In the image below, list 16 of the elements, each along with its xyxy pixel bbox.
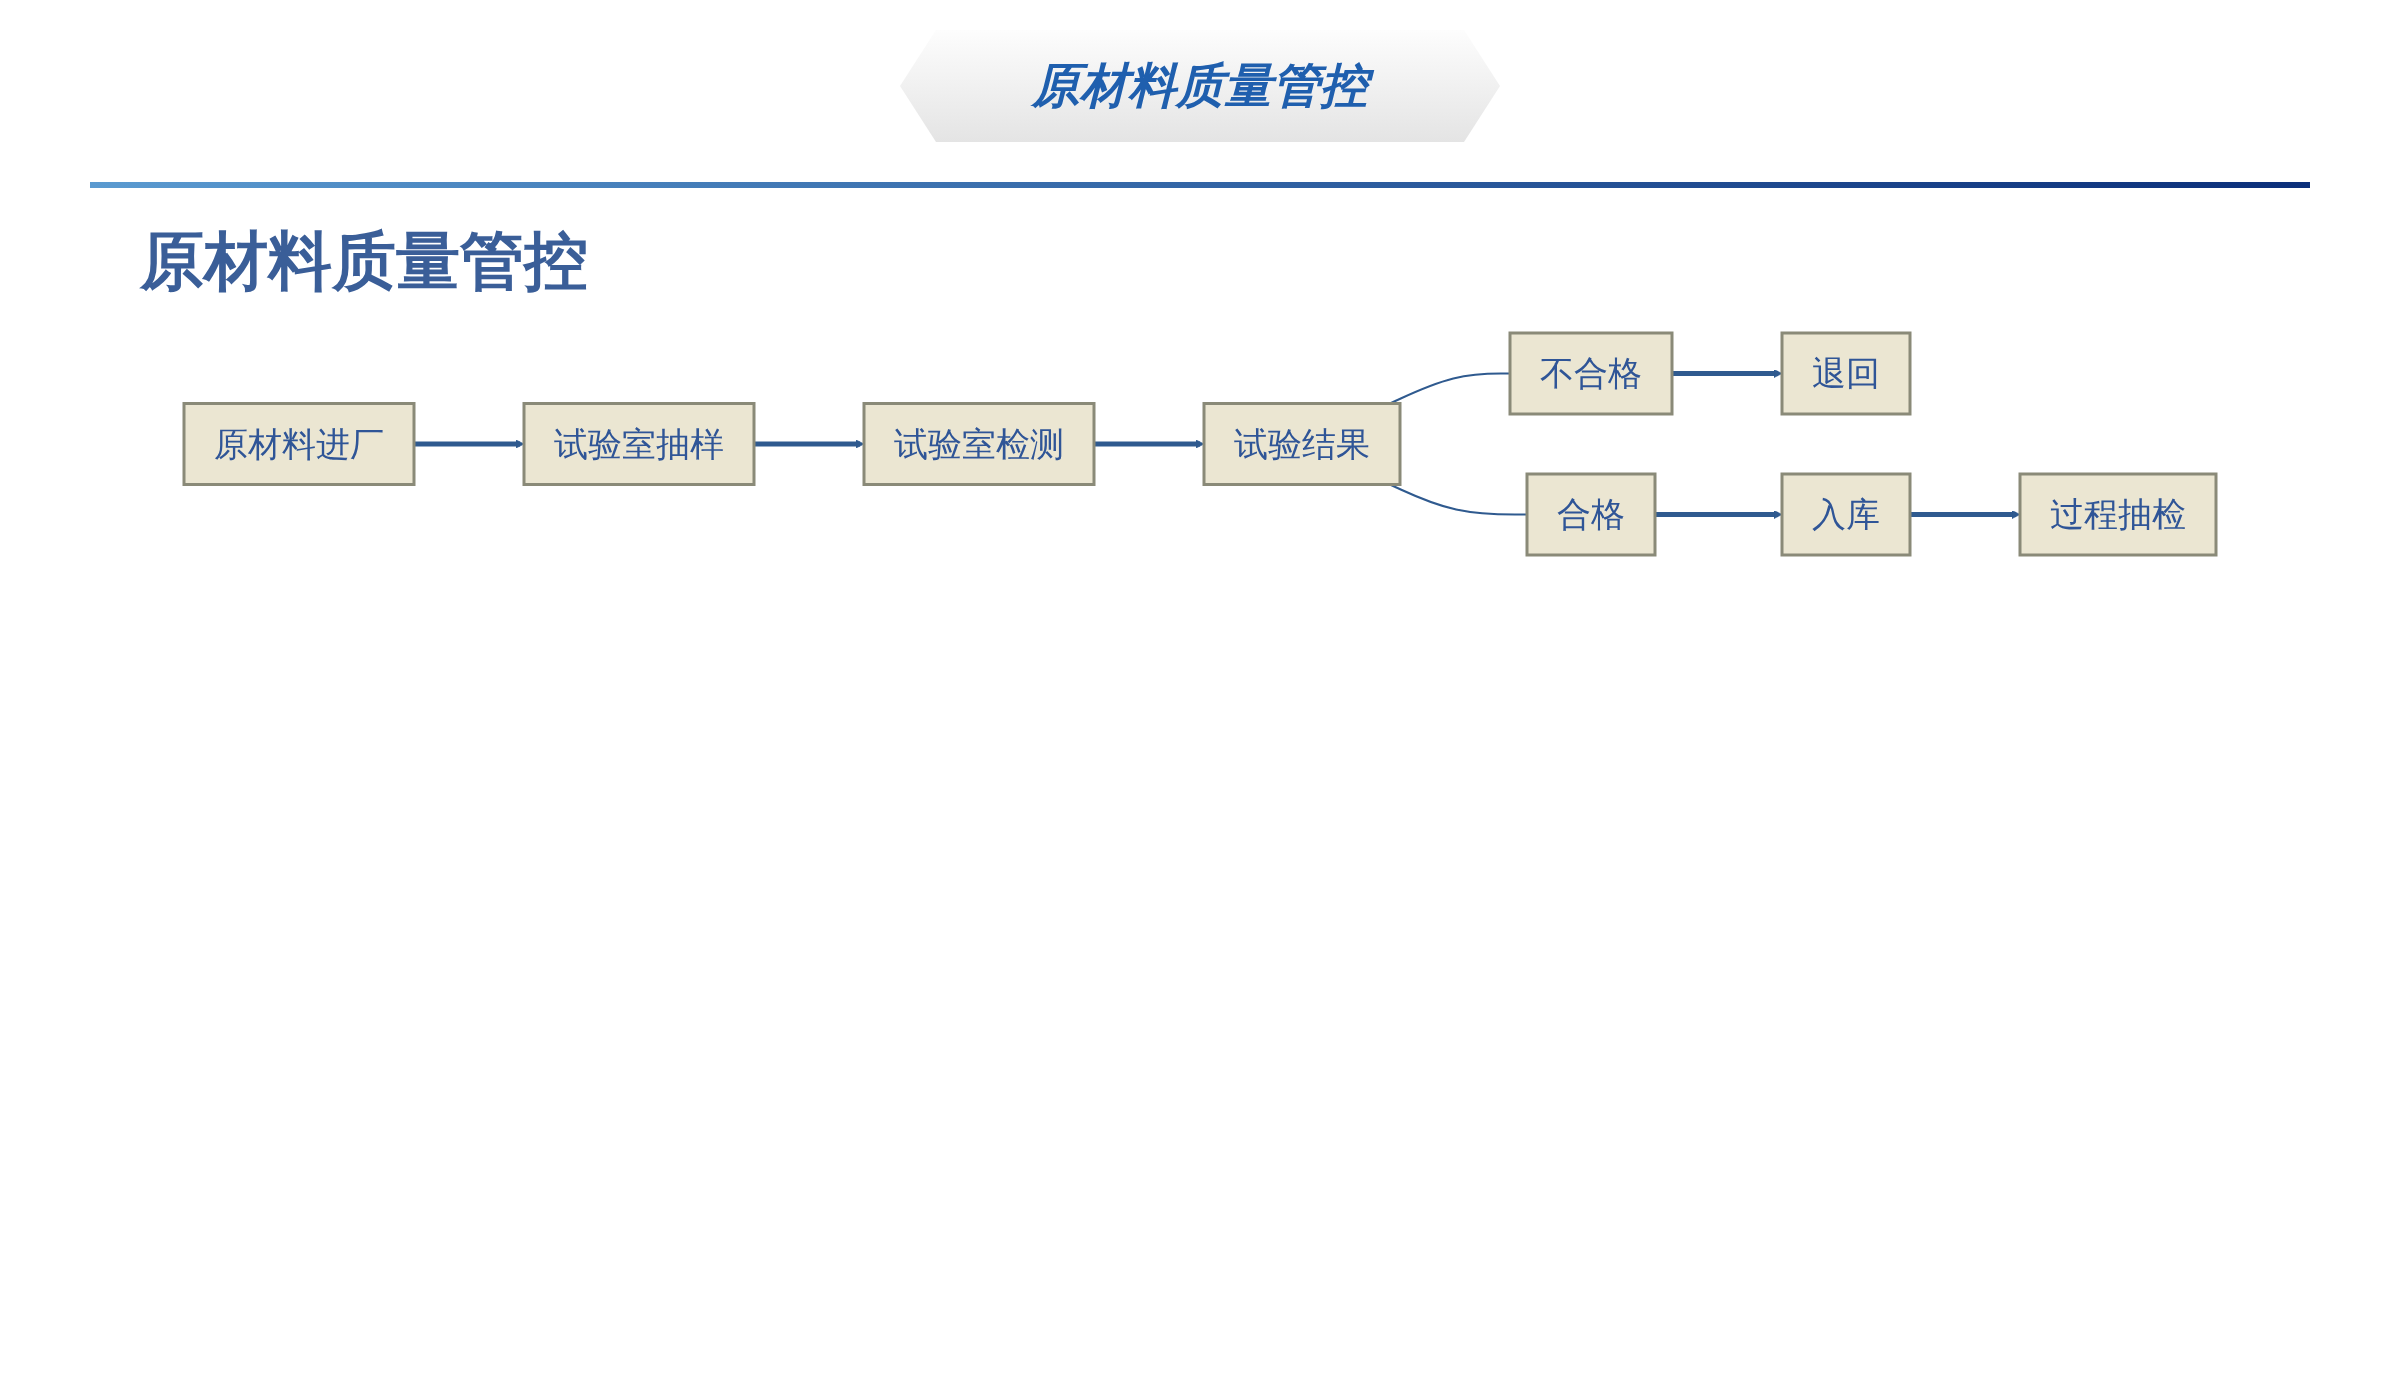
- node-box: 过程抽检: [2018, 472, 2218, 557]
- node-box: 试验室抽样: [522, 402, 756, 486]
- arrow: [1655, 510, 1783, 519]
- node-box: 原材料进厂: [182, 402, 416, 486]
- node-box: 入库: [1780, 472, 1912, 557]
- arrow: [1672, 369, 1783, 378]
- arrow: [1910, 510, 2021, 519]
- arrow: [754, 439, 865, 449]
- node-box: 合格: [1525, 472, 1657, 557]
- node-box: 试验结果: [1202, 402, 1402, 486]
- node-box: 试验室检测: [862, 402, 1096, 486]
- arrow: [414, 439, 525, 449]
- heading-text: 原材料质量管控: [140, 223, 589, 300]
- arrow: [1094, 439, 1205, 449]
- node-box: 退回: [1780, 331, 1912, 416]
- node-box: 不合格: [1508, 331, 1674, 416]
